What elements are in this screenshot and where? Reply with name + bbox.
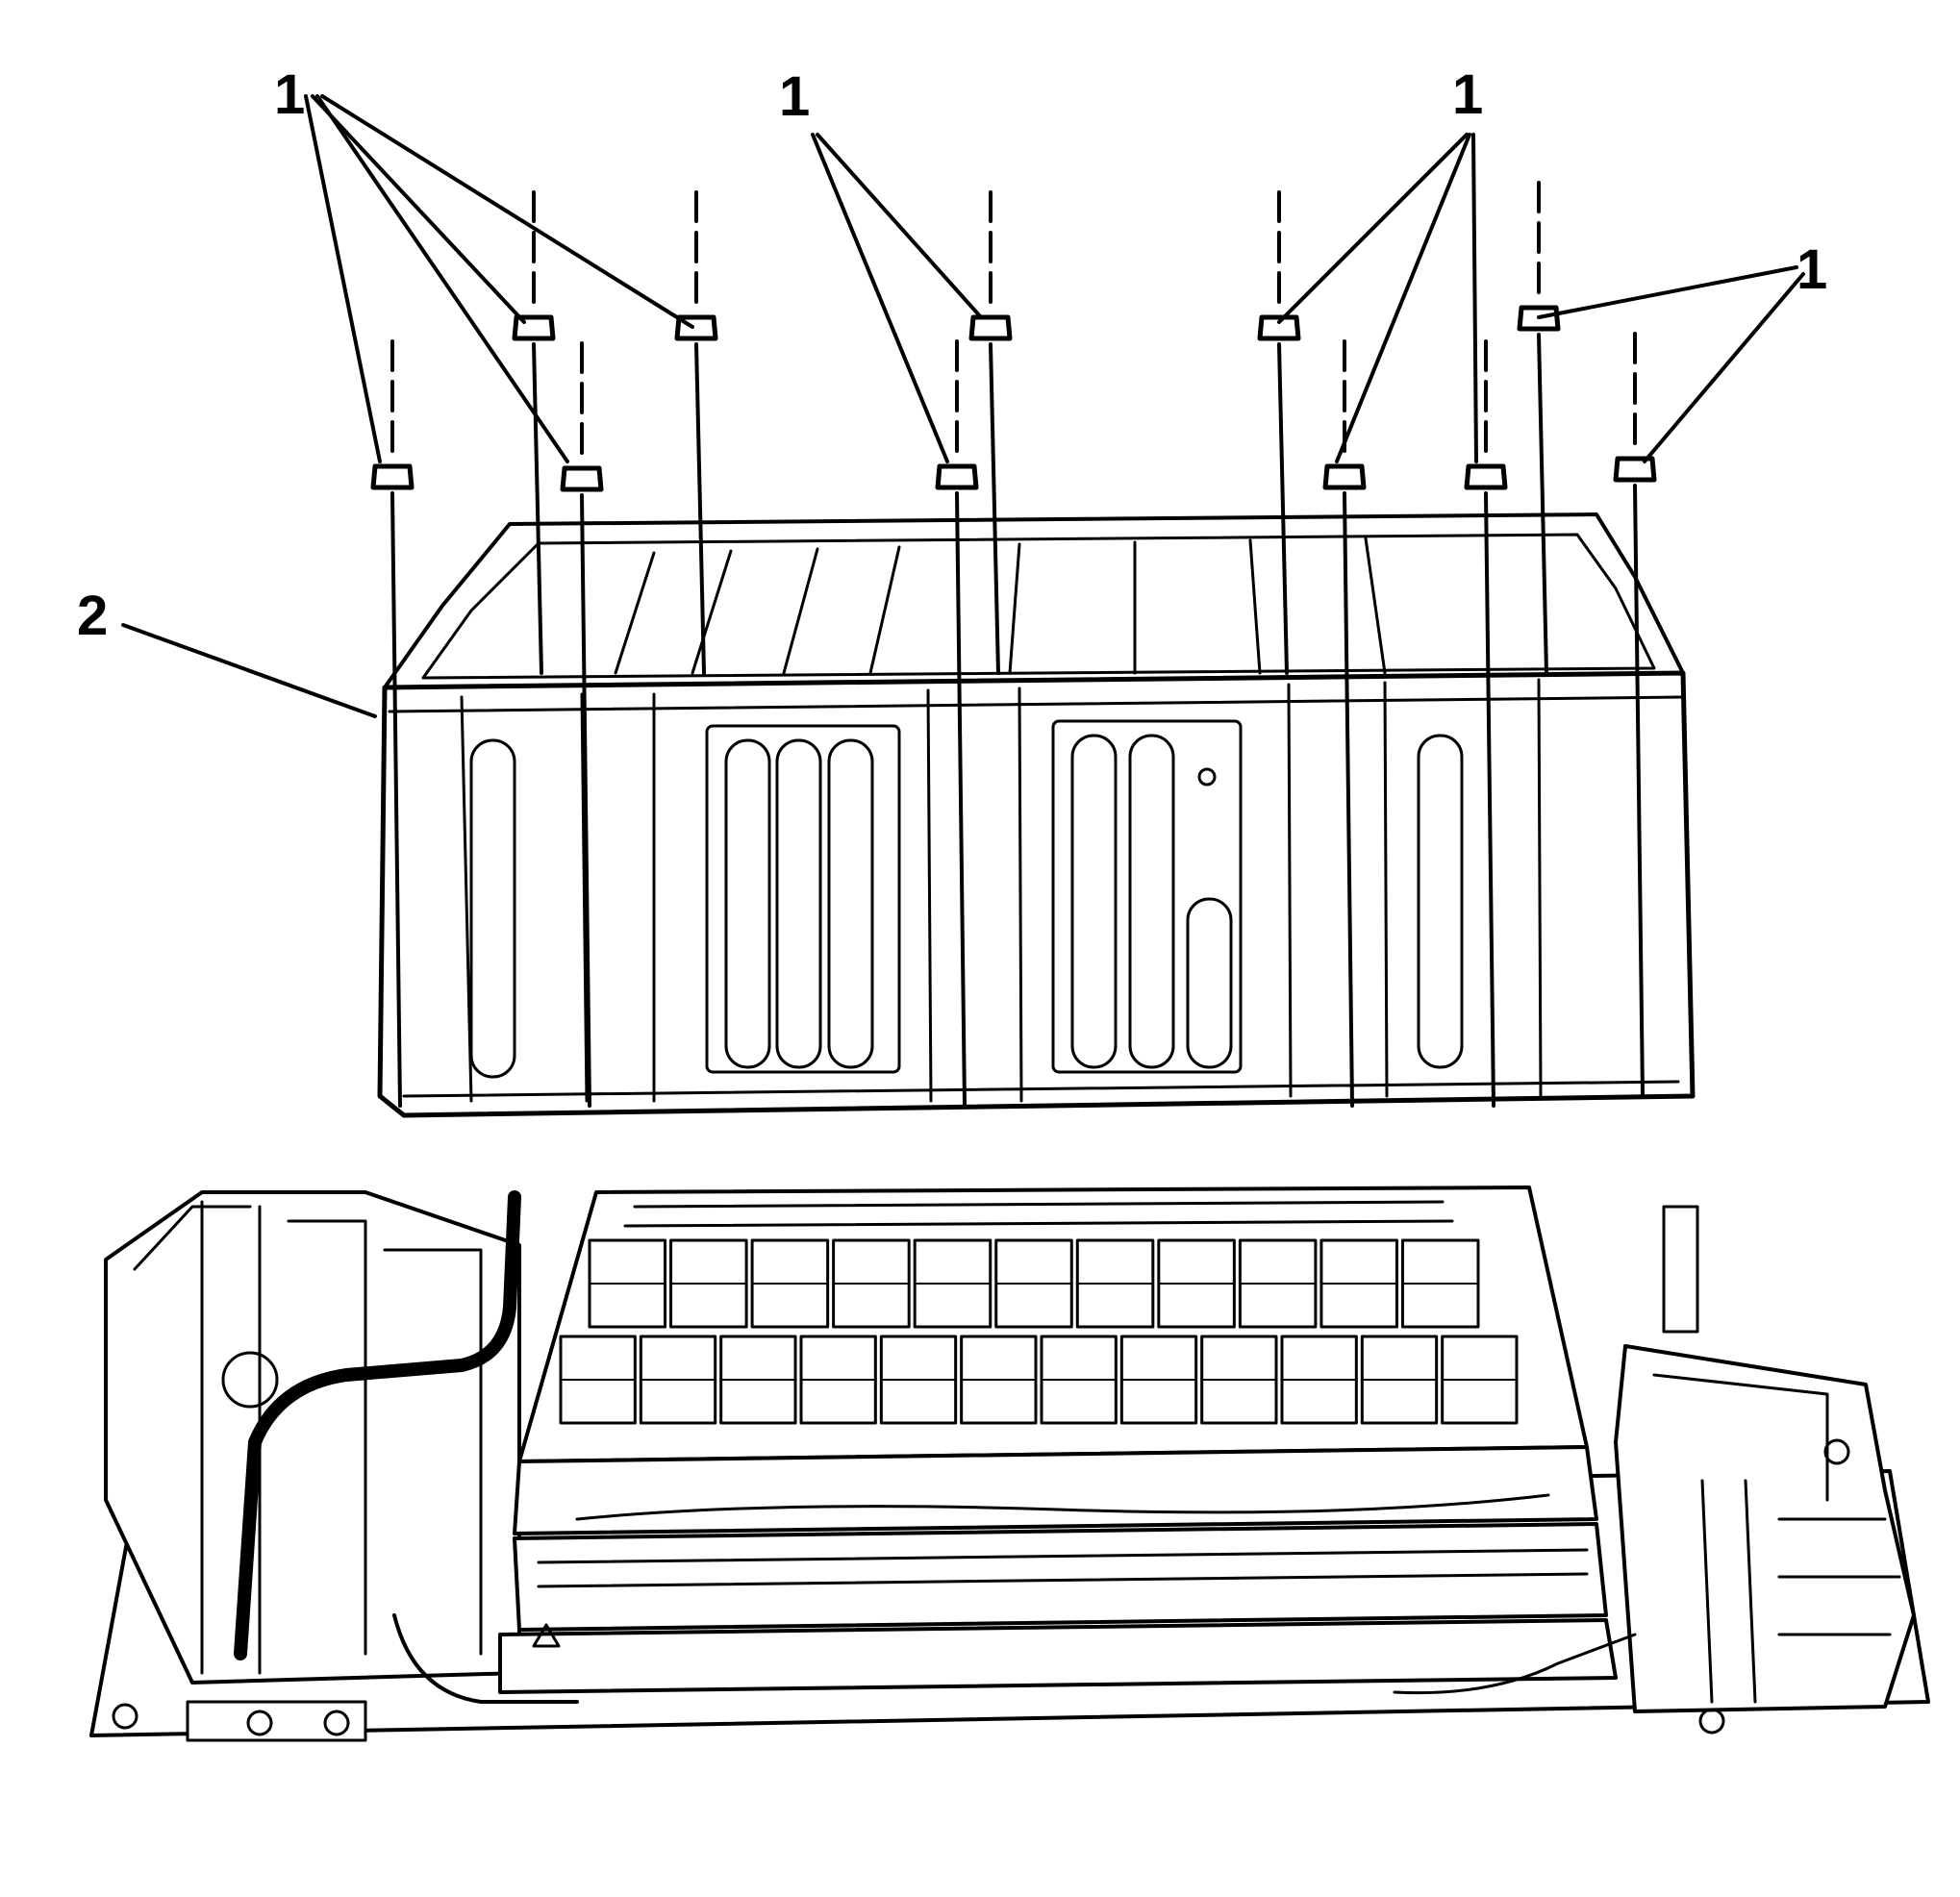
stud-line — [532, 342, 543, 675]
battery-cover — [377, 512, 1696, 1118]
callout-2: 2 — [77, 585, 108, 647]
fastener-studs — [370, 181, 1657, 1108]
stud-line — [989, 342, 1000, 675]
callout-1-b: 1 — [779, 65, 810, 128]
stud-line — [1633, 484, 1645, 1098]
callout-1-d: 1 — [1797, 238, 1827, 301]
stud-line — [1484, 491, 1495, 1108]
battery-assembly — [89, 1186, 1930, 1742]
nut-icon — [1464, 463, 1508, 490]
stud-line — [1343, 491, 1354, 1108]
stud-line — [580, 493, 591, 1108]
stud-line — [390, 491, 402, 1108]
nut-icon — [935, 463, 979, 490]
cell-grid — [559, 1238, 1519, 1425]
nut-icon — [1613, 456, 1657, 483]
nut-icon — [1322, 463, 1367, 490]
nut-icon — [968, 314, 1013, 341]
stud-line — [694, 342, 706, 675]
stud-line — [1277, 342, 1289, 675]
callout-labels: 1 1 1 1 2 — [77, 63, 1827, 647]
nut-icon — [560, 465, 604, 492]
callout-1-c: 1 — [1452, 63, 1483, 126]
nut-icon — [370, 463, 415, 490]
stud-line — [1537, 333, 1548, 675]
callout-leaders — [121, 94, 1805, 718]
callout-1-a: 1 — [274, 63, 305, 126]
stud-line — [955, 491, 967, 1108]
